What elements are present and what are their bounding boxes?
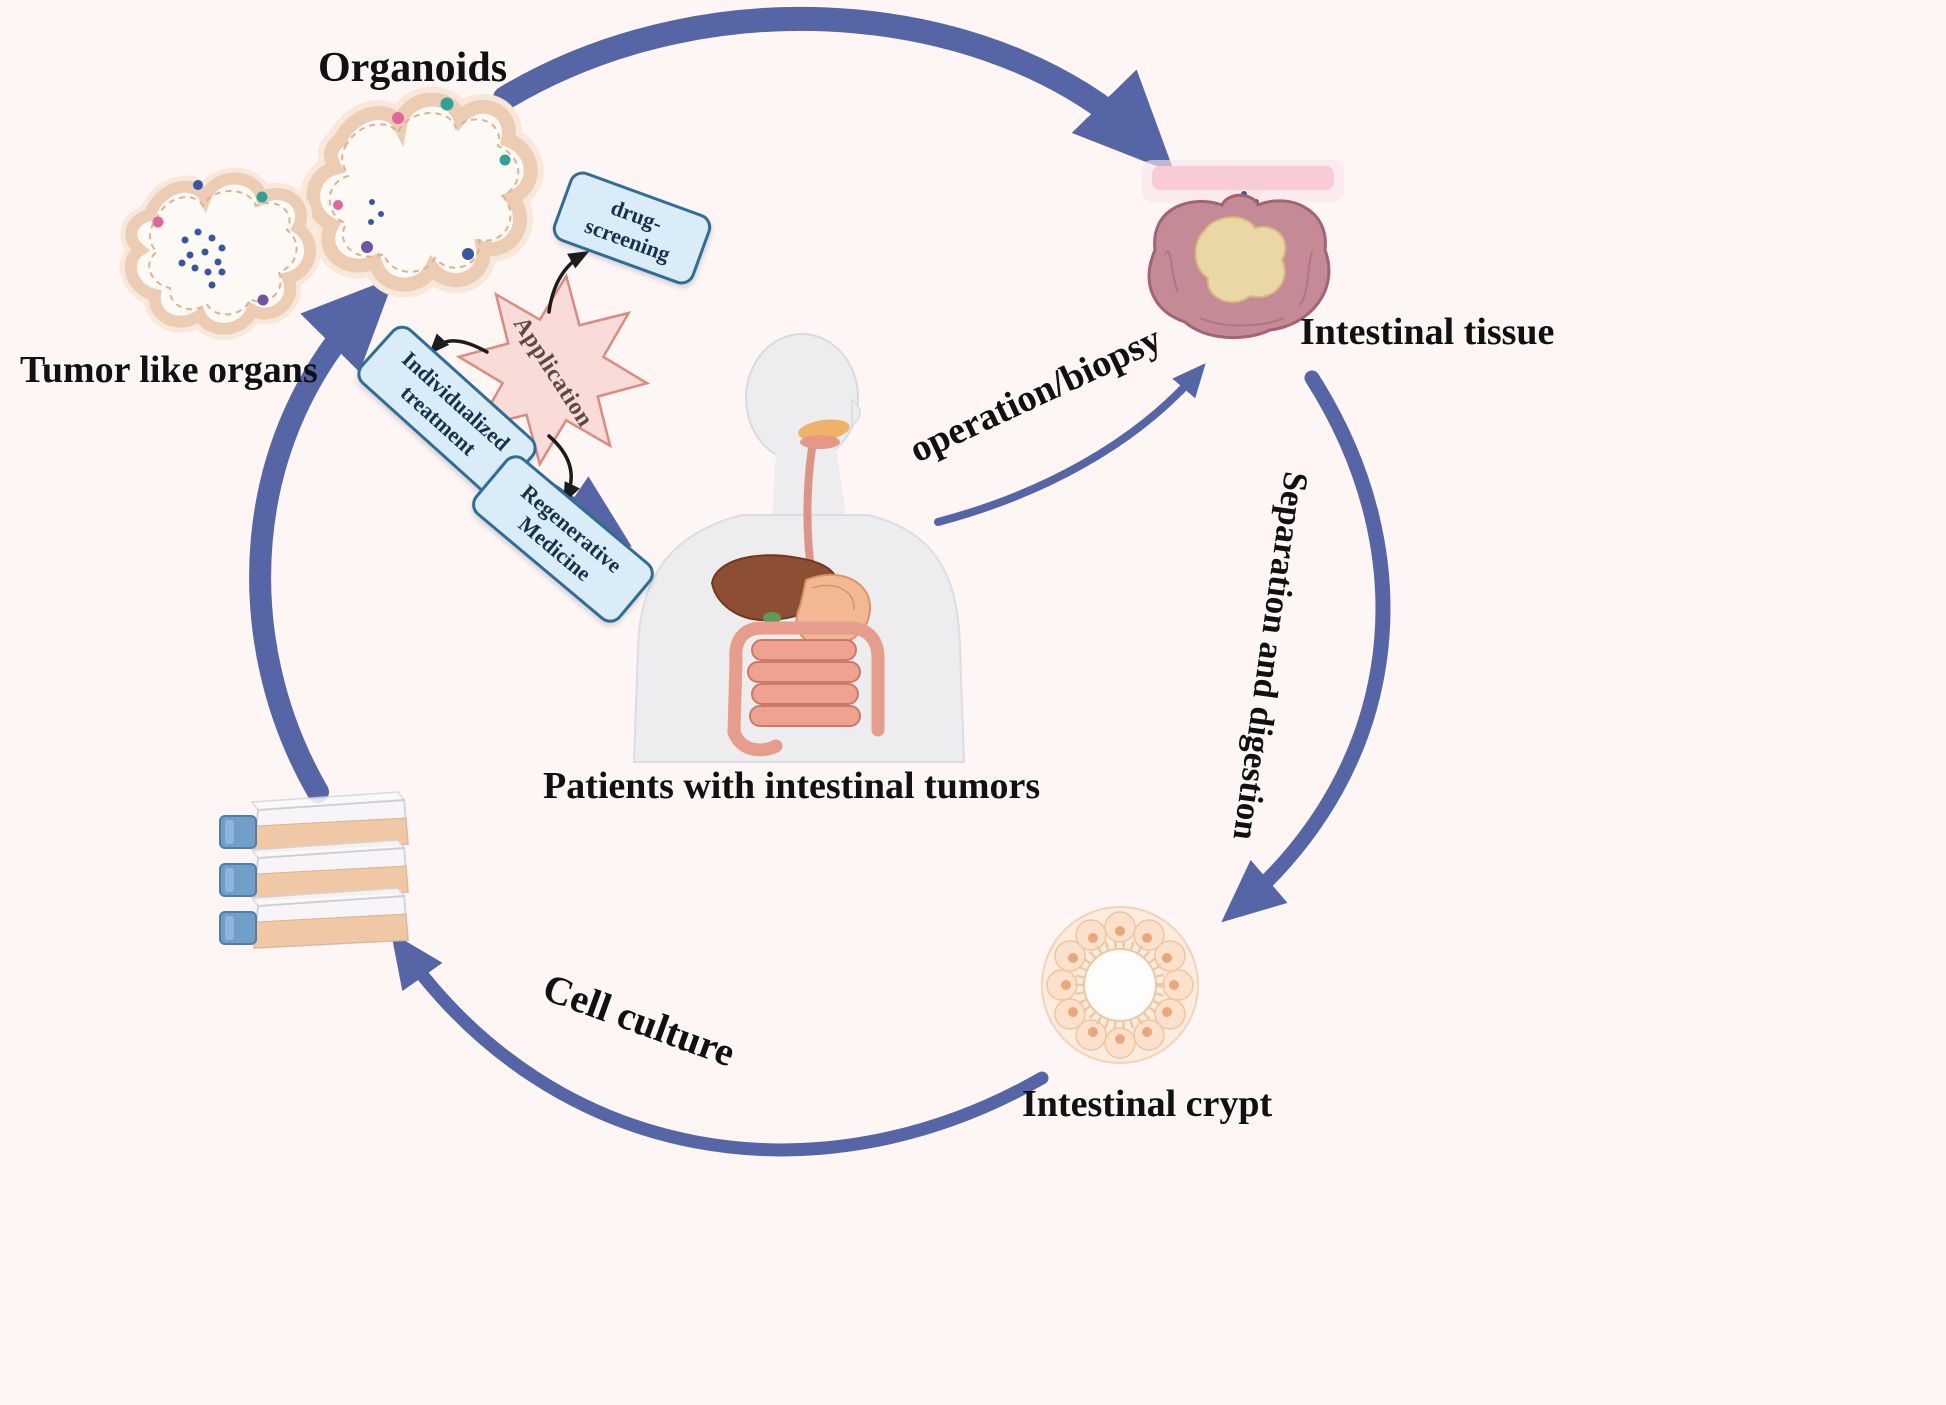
arrow-to-drug-screening: [547, 250, 590, 314]
culture-flasks-illustration: [219, 791, 410, 950]
patients-label: Patients with intestinal tumors: [543, 765, 1041, 807]
tumor-organoid-illustration: [119, 167, 321, 340]
human-figure-illustration: [632, 333, 966, 763]
intestinal-crypt-illustration: [1041, 906, 1199, 1064]
arrow-to-regenerative-medicine: [547, 434, 580, 504]
organoid-illustration: [300, 86, 544, 298]
arrow-to-individualized-treatment: [428, 333, 489, 355]
tumor-wall-marks: [152, 180, 269, 306]
intestinal-tissue-illustration: [1142, 160, 1344, 340]
tumor-like-organs-label: Tumor like organs: [20, 349, 318, 391]
organoid-cell-marks: [333, 97, 511, 260]
crypt-nuclei: [1061, 926, 1179, 1044]
arrow-organoids-to-tissue: [493, 6, 1175, 174]
arrow-tissue-to-crypt: [1221, 370, 1391, 923]
intestinal-tissue-label: Intestinal tissue: [1300, 311, 1555, 353]
arrow-operation-biopsy: [934, 363, 1206, 526]
arrow-crypt-to-culture: [390, 932, 1049, 1157]
arrow-culture-to-organoids: [249, 276, 395, 803]
organoids-label: Organoids: [318, 45, 508, 91]
intestinal-crypt-label: Intestinal crypt: [1022, 1083, 1273, 1125]
tumor-cell-dots: [178, 228, 226, 289]
digestive-system: [710, 419, 885, 757]
